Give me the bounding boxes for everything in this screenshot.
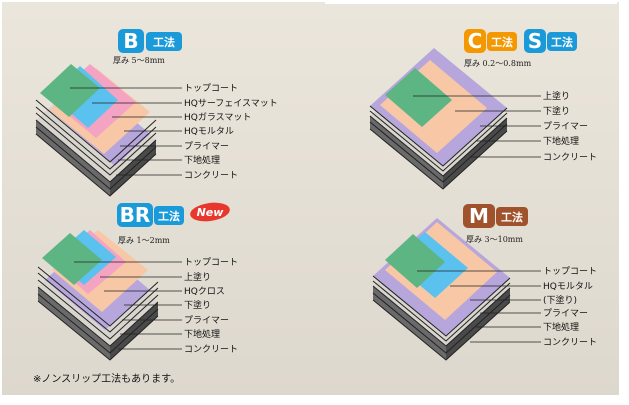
panel-b: B 工法 厚み 5～8mm [35,29,278,197]
svg-text:C: C [468,29,483,53]
layer-stack-cs [369,48,508,190]
label-m-1: トップコート [543,266,597,277]
layer-stack-b [35,64,157,197]
label-br-6: 下地処理 [184,328,220,340]
svg-text:工法: 工法 [153,35,175,49]
label-b-6: 下地処理 [184,154,220,166]
thickness-br: 厚み 1～2mm [118,236,170,245]
footnote: ※ノンスリップ工法もあります。 [33,372,180,385]
labels-cs: 上塗り 下塗り プライマー 下地処理 コンクリート [413,90,597,163]
label-m-4: プライマー [543,308,588,319]
label-b-2: HQサーフェイスマット [184,98,278,109]
label-br-7: コンクリート [184,344,238,355]
svg-text:M: M [469,204,489,228]
label-b-3: HQガラスマット [184,112,251,123]
svg-text:B: B [123,29,138,53]
label-cs-4: 下地処理 [543,135,579,147]
svg-text:工法: 工法 [501,210,523,224]
labels-b: トップコート HQサーフェイスマット HQガラスマット HQモルタル プライマー… [70,83,278,181]
new-tag: New [190,202,230,222]
label-cs-1: 上塗り [543,90,570,102]
panel-m: M 工法 厚み 3～10mm トップコート HQモ [372,204,597,361]
labels-br: トップコート 上塗り HQクロス 下塗り プライマー 下地処理 コンクリート [74,257,238,355]
panel-br: BR 工法 New 厚み 1～2mm [37,202,238,361]
badge-c: C 工法 [464,29,517,53]
badge-br: BR 工法 [117,203,184,227]
label-b-5: プライマー [184,141,229,152]
svg-text:New: New [197,206,225,219]
badge-s: S 工法 [524,29,577,53]
badge-b: B 工法 [118,29,182,53]
svg-text:S: S [528,29,542,53]
badge-m: M 工法 [463,204,528,228]
thickness-b: 厚み 5～8mm [113,56,165,65]
svg-text:BR: BR [120,203,151,227]
label-b-1: トップコート [184,83,238,94]
thickness-m: 厚み 3～10mm [466,235,523,244]
label-br-5: プライマー [184,315,229,326]
thickness-cs: 厚み 0.2～0.8mm [464,59,532,68]
svg-text:工法: 工法 [158,209,180,223]
label-b-4: HQモルタル [184,126,234,137]
svg-text:工法: 工法 [491,35,513,49]
label-cs-5: コンクリート [543,152,597,163]
label-m-5: 下地処理 [543,321,579,333]
label-m-2: HQモルタル [543,281,593,292]
label-m-6: コンクリート [543,337,597,348]
label-br-3: HQクロス [184,286,225,297]
label-br-1: トップコート [184,257,238,268]
label-br-2: 上塗り [184,271,211,283]
panel-cs: C 工法 S 工法 厚み 0.2～0.8mm [369,29,597,190]
labels-m: トップコート HQモルタル (下塗り) プライマー 下地処理 コンクリート [417,266,597,348]
label-b-7: コンクリート [184,170,238,181]
label-cs-3: プライマー [543,121,588,132]
label-cs-2: 下塗り [543,105,570,117]
label-m-3: (下塗り) [543,294,577,306]
svg-text:工法: 工法 [551,35,573,49]
label-br-4: 下塗り [184,299,211,311]
